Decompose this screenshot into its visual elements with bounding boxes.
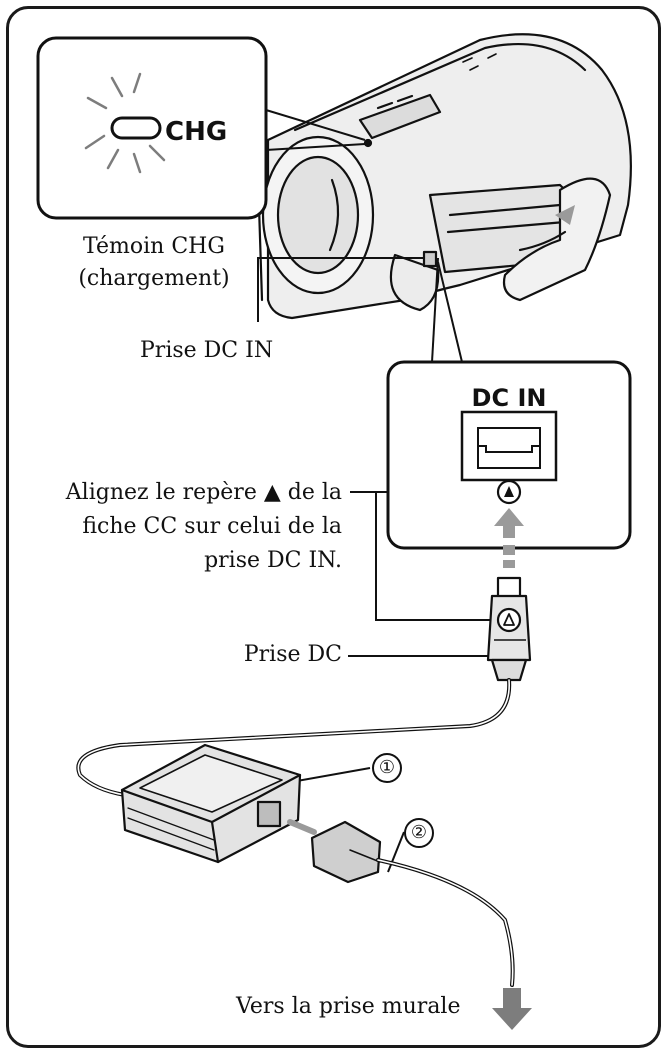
- ac-adapter-illustration: [76, 678, 515, 987]
- camcorder-illustration: [254, 33, 632, 320]
- dc-in-panel: [386, 360, 632, 550]
- chg-badge-text: CHG: [165, 117, 227, 147]
- dc-plug-illustration: [486, 576, 532, 682]
- wall-arrow-icon: [492, 988, 532, 1030]
- align-instruction-line2: fiche CC sur celui de la: [82, 514, 342, 539]
- align-instruction-line3: prise DC IN.: [204, 548, 342, 573]
- insert-arrow-icon: [494, 508, 524, 568]
- chg-lamp-icon: [110, 116, 162, 140]
- callout-number-cord: ②: [404, 818, 434, 848]
- wall-outlet-label: Vers la prise murale: [236, 994, 461, 1019]
- dc-in-jack-label: Prise DC IN: [140, 338, 274, 363]
- dc-plug-label: Prise DC: [243, 642, 342, 667]
- chg-glow-rays: [84, 72, 166, 174]
- chg-caption-line2: (chargement): [78, 266, 230, 291]
- align-instruction-line1: Alignez le repère ▲ de la: [65, 480, 342, 505]
- dc-in-panel-title: DC IN: [472, 384, 547, 412]
- chg-caption-line1: Témoin CHG: [83, 234, 225, 259]
- callout-number-adapter: ①: [372, 753, 402, 783]
